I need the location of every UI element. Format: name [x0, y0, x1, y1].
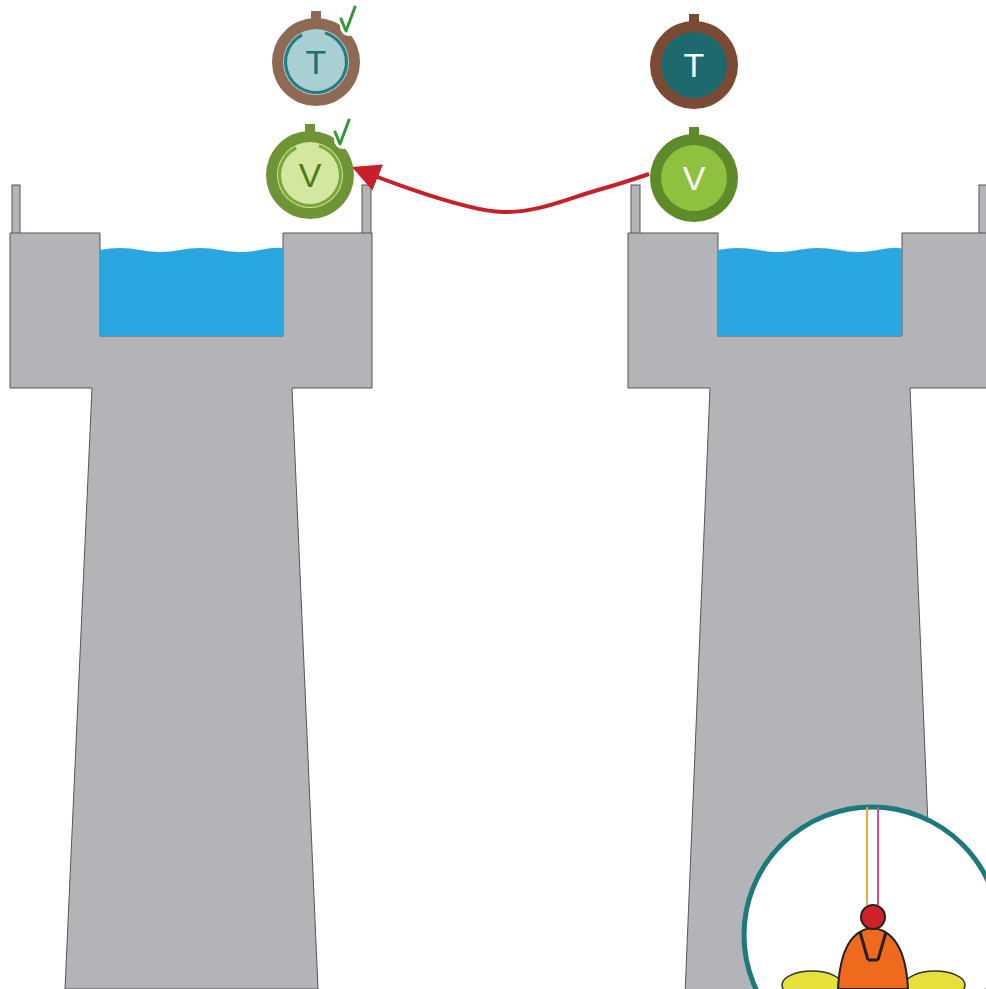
move-arrow: [357, 169, 649, 212]
stopwatch-letter: T: [684, 48, 705, 82]
stopwatch-icon: T: [271, 17, 361, 107]
stopwatch-icon: V: [265, 130, 355, 220]
stopwatch-icon: V: [649, 133, 739, 223]
stopwatch-letter: T: [306, 45, 327, 79]
left-pier: [10, 185, 372, 989]
stopwatch-letter: V: [299, 158, 322, 192]
stopwatch-icon: T: [649, 20, 739, 110]
stopwatch-letter: V: [683, 161, 706, 195]
rescuer-inset: [744, 806, 986, 989]
